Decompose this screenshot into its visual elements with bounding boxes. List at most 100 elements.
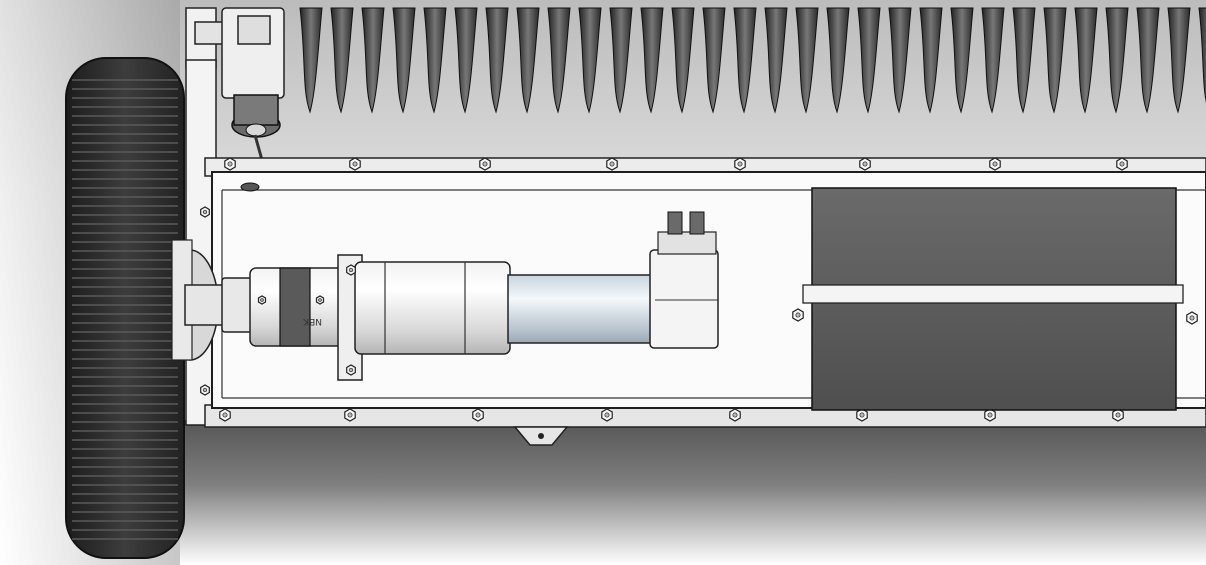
tine xyxy=(764,7,788,114)
tine xyxy=(299,7,323,114)
hex-bolt-icon xyxy=(200,206,210,218)
output-shaft xyxy=(184,284,226,326)
bolt-center xyxy=(1119,161,1125,167)
bolt-center xyxy=(737,161,743,167)
tire-tread xyxy=(72,79,178,540)
tine xyxy=(1074,7,1098,114)
tine xyxy=(1105,7,1129,114)
motor-assembly: NBK xyxy=(184,211,719,381)
bolt-center xyxy=(227,161,233,167)
hex-bolt-icon xyxy=(729,408,741,422)
coupling-spider xyxy=(279,267,311,347)
tine xyxy=(547,7,571,114)
tine xyxy=(609,7,633,114)
hex-bolt-icon xyxy=(792,308,804,322)
bolt-center xyxy=(347,412,353,418)
hex-bolt-icon xyxy=(344,408,356,422)
hex-bolt-icon xyxy=(601,408,613,422)
tine xyxy=(392,7,416,114)
tine xyxy=(330,7,354,114)
tine xyxy=(454,7,478,114)
tine xyxy=(361,7,385,114)
tine xyxy=(423,7,447,114)
battery-strap xyxy=(802,284,1184,304)
hex-bolt-icon xyxy=(606,157,618,171)
shaft-collar xyxy=(221,277,253,333)
bolt-center xyxy=(1115,412,1121,418)
hex-bolt-icon xyxy=(859,157,871,171)
bolt-center xyxy=(732,412,738,418)
tine xyxy=(485,7,509,114)
bolt-center xyxy=(202,387,208,393)
connector-base xyxy=(657,231,717,255)
hex-bolt-icon xyxy=(1186,311,1198,325)
bolt-center xyxy=(348,267,354,273)
tine xyxy=(702,7,726,114)
hex-bolt-icon xyxy=(734,157,746,171)
bolt-center xyxy=(987,412,993,418)
bolt-center xyxy=(352,161,358,167)
hex-bolt-icon xyxy=(989,157,1001,171)
tine xyxy=(1136,7,1160,114)
tine xyxy=(950,7,974,114)
hex-bolt-icon xyxy=(224,157,236,171)
motor-body xyxy=(354,261,511,355)
hex-bolt-icon xyxy=(200,384,210,396)
bottom-tab-hole xyxy=(538,433,544,439)
bolt-center xyxy=(222,412,228,418)
bolt-center xyxy=(795,312,801,318)
hex-bolt-icon xyxy=(856,408,868,422)
tine xyxy=(919,7,943,114)
hex-bolt-icon xyxy=(315,295,325,305)
bolt-center xyxy=(1189,315,1195,321)
hex-bolt-icon xyxy=(1116,157,1128,171)
connector-2 xyxy=(689,211,705,235)
bolt-center xyxy=(862,161,868,167)
battery-box xyxy=(802,187,1184,411)
tine xyxy=(795,7,819,114)
drive-wheel xyxy=(65,57,219,559)
hex-bolt-icon xyxy=(1112,408,1124,422)
bolt-center xyxy=(609,161,615,167)
accent-bolts xyxy=(257,264,1198,376)
tine-row xyxy=(299,7,1206,114)
bolt-center xyxy=(260,298,264,302)
encoder-housing xyxy=(649,249,719,349)
hex-bolt-icon xyxy=(349,157,361,171)
tine xyxy=(671,7,695,114)
tine xyxy=(1198,7,1206,103)
tine xyxy=(733,7,757,114)
bolt-center xyxy=(992,161,998,167)
tine xyxy=(981,7,1005,114)
upper-bracket xyxy=(185,7,285,161)
tine xyxy=(888,7,912,114)
connector-1 xyxy=(667,211,683,235)
tine xyxy=(578,7,602,114)
tine xyxy=(1167,7,1191,114)
tine xyxy=(640,7,664,114)
hex-bolt-icon xyxy=(346,264,356,276)
tine xyxy=(857,7,881,114)
ground-shadow xyxy=(180,420,1206,565)
tine xyxy=(826,7,850,114)
bolt-center xyxy=(604,412,610,418)
tine xyxy=(1043,7,1067,114)
tray-corner-bolt xyxy=(240,182,260,192)
hex-bolt-icon xyxy=(346,364,356,376)
frame-bolts xyxy=(200,157,1128,422)
tine xyxy=(516,7,540,114)
hex-bolt-icon xyxy=(472,408,484,422)
hex-bolt-icon xyxy=(219,408,231,422)
bolt-center xyxy=(859,412,865,418)
bolt-center xyxy=(202,209,208,215)
gearbox-tube xyxy=(507,274,657,344)
bolt-center xyxy=(348,367,354,373)
tine xyxy=(1012,7,1036,114)
hex-bolt-icon xyxy=(479,157,491,171)
bolt-center xyxy=(482,161,488,167)
bolt-center xyxy=(318,298,322,302)
coupling-marking: NBK xyxy=(302,316,322,326)
hex-bolt-icon xyxy=(257,295,267,305)
